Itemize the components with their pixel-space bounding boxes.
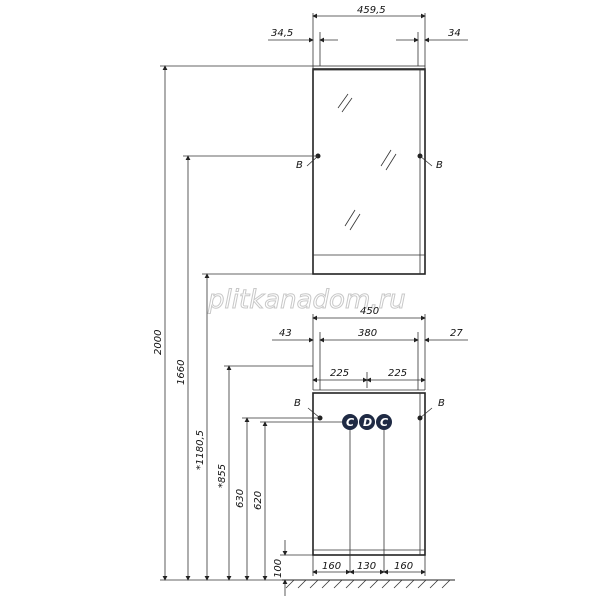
vanity-mount-left-label: B	[294, 398, 301, 409]
mirror-width-label: 459,5	[357, 5, 386, 16]
vanity-mount-height-label: 630	[235, 489, 246, 508]
mirror-offset-dimension	[268, 32, 468, 66]
vanity-half-right-label: 225	[388, 368, 407, 379]
mirror-right-offset-label: 34	[448, 28, 461, 39]
vanity-bottom-dimension	[312, 555, 426, 576]
vanity-mount-right-label: B	[438, 398, 445, 409]
mirror-bottom-height-dimension	[202, 273, 313, 581]
floor	[282, 579, 455, 589]
mirror-mount-left-label: B	[296, 160, 303, 171]
vanity-top-height-dimension	[224, 365, 313, 581]
vanity-right-offset-label: 27	[450, 328, 463, 339]
vanity-width-label: 450	[360, 306, 379, 317]
mirror-left-offset-label: 34,5	[271, 28, 293, 39]
watermark: plitkanadom.ru	[207, 285, 406, 315]
connection-d	[359, 414, 375, 430]
vanity-width-dimension	[312, 314, 426, 390]
mirror-bottom-height-label: *1180,5	[195, 430, 206, 470]
vanity-cabinet	[307, 389, 433, 572]
vanity-bottom-right-label: 160	[394, 561, 413, 572]
floor-gap-dimension	[280, 540, 313, 596]
connection-c-left-label: C	[346, 416, 354, 429]
vanity-top-height-label: *855	[217, 464, 228, 488]
connection-c-right-label: C	[380, 416, 388, 429]
vanity-bottom-mid-label: 130	[357, 561, 376, 572]
mirror-cabinet	[306, 65, 433, 275]
connection-height-dimension	[260, 421, 342, 581]
vanity-half-left-label: 225	[330, 368, 349, 379]
vanity-inner-dimension	[272, 332, 468, 390]
connection-points: C D C	[342, 414, 392, 430]
mirror-mount-height-dimension	[183, 155, 318, 581]
vanity-half-dimension	[312, 372, 426, 388]
connection-d-label: D	[363, 416, 372, 429]
connection-c-left	[342, 414, 358, 430]
vanity-bottom-left-label: 160	[322, 561, 341, 572]
total-height-dimension	[160, 65, 313, 581]
vanity-mount-height-dimension	[242, 417, 320, 581]
connection-height-label: 620	[253, 491, 264, 510]
mirror-mount-height-label: 1660	[176, 360, 187, 385]
vanity-left-offset-label: 43	[279, 328, 292, 339]
floor-gap-label: 100	[273, 559, 284, 578]
vanity-inner-width-label: 380	[358, 328, 377, 339]
total-height-label: 2000	[153, 330, 164, 355]
connection-c-right	[376, 414, 392, 430]
mirror-mount-right-label: B	[436, 160, 443, 171]
mirror-width-dimension	[312, 13, 426, 66]
